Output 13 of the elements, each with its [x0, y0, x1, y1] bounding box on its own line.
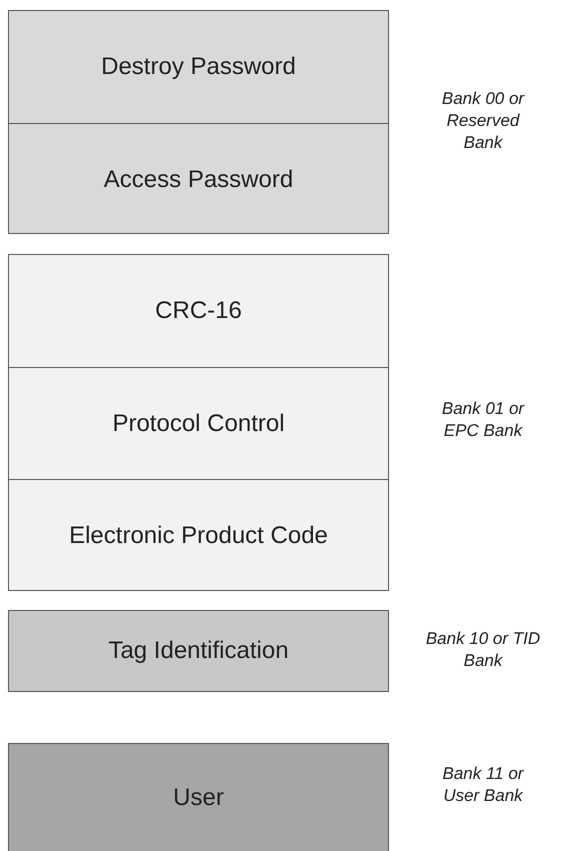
bank-caption: Bank 10 or TID Bank — [425, 628, 541, 672]
memory-bank-box — [8, 10, 389, 234]
field-label: Protocol Control — [112, 410, 285, 438]
field-label: Tag Identification — [108, 636, 289, 664]
bank-caption: Bank 00 or Reserved Bank — [440, 88, 526, 154]
bank-caption: Bank 01 or EPC Bank — [440, 398, 526, 442]
field-label: User — [173, 784, 224, 812]
field-label: Destroy Password — [101, 53, 296, 81]
memory-bank-box — [8, 254, 389, 591]
field-label: Electronic Product Code — [69, 522, 328, 550]
field-label: CRC-16 — [155, 297, 242, 325]
bank-caption: Bank 11 or User Bank — [442, 763, 525, 807]
field-label: Access Password — [104, 166, 294, 194]
